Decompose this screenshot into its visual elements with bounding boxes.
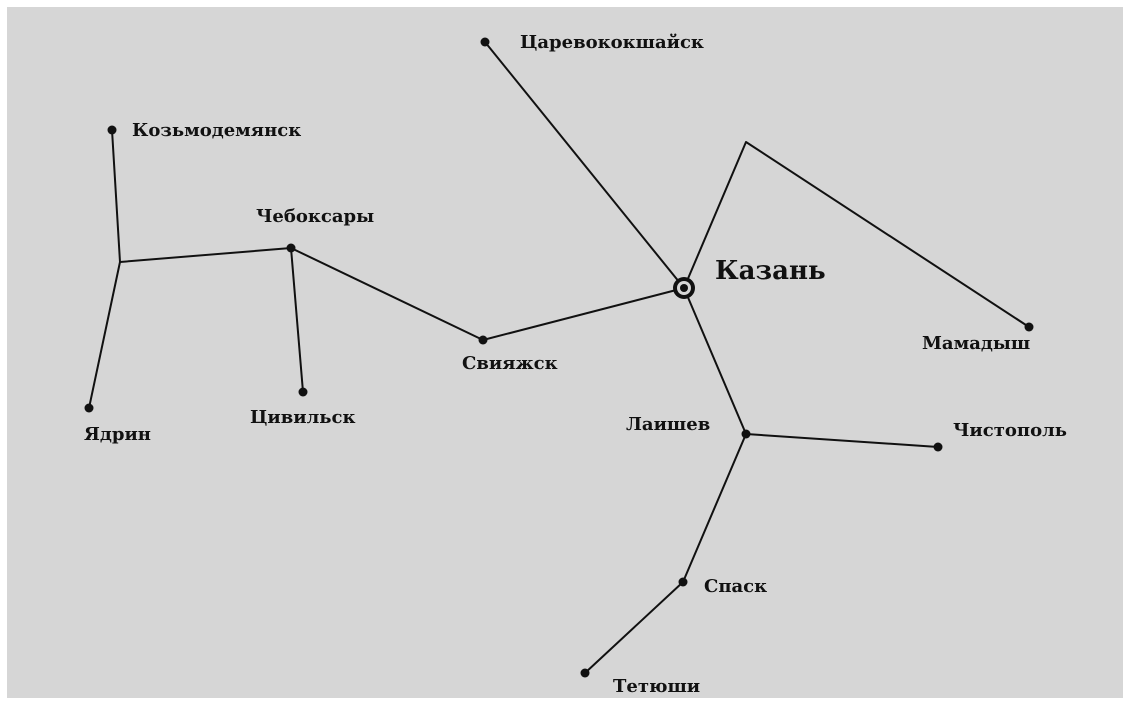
- kazan-label: Казань: [715, 256, 826, 286]
- mamadysh-dot: [1024, 322, 1034, 332]
- cheboksary-label: Чебоксары: [256, 206, 374, 227]
- tsivilsk-dot: [298, 387, 308, 397]
- tetyushi-dot: [580, 668, 590, 678]
- road-spassk-tetyushi: [584, 581, 684, 674]
- map-background: [7, 7, 1123, 698]
- kozmodemyansk-dot: [107, 125, 117, 135]
- road-sviyazhsk-cheboksary: [290, 247, 484, 341]
- laishev-label: Лаишев: [626, 414, 710, 435]
- tsarevokokshaysk-label: Царевококшайск: [520, 32, 704, 53]
- yadrin-label: Ядрин: [84, 424, 151, 445]
- cheboksary-dot: [286, 243, 296, 253]
- tetyushi-label: Тетюши: [613, 676, 700, 697]
- kozmodemyansk-label: Козьмодемянск: [132, 120, 301, 141]
- road-laishev-spassk: [682, 433, 747, 583]
- tsivilsk-label: Цивильск: [250, 407, 355, 428]
- kazan-marker: [673, 277, 695, 299]
- road-kazan-tsarevokokshaysk: [484, 41, 685, 289]
- road-cheboksary-junction: [119, 247, 292, 263]
- spassk-dot: [678, 577, 688, 587]
- road-kazan-mamadysh: [683, 141, 1030, 328]
- sviyazhsk-dot: [478, 335, 488, 345]
- road-cheboksary-tsivilsk: [290, 247, 304, 393]
- road-kazan-laishev: [683, 287, 747, 435]
- road-junction-yadrin: [88, 261, 121, 409]
- road-kazan-sviyazhsk: [482, 287, 685, 341]
- roads: [88, 41, 1030, 674]
- chistopol-label: Чистополь: [953, 420, 1067, 441]
- road-laishev-chistopol: [745, 433, 939, 448]
- spassk-label: Спаск: [704, 576, 767, 597]
- road-junction-kozmodemyansk: [111, 129, 121, 263]
- city-dots: [84, 37, 1034, 678]
- city-labels: Казань Царевококшайск Козьмодемянск Чебо…: [84, 32, 1067, 697]
- sviyazhsk-label: Свияжск: [462, 353, 558, 374]
- chistopol-dot: [933, 442, 943, 452]
- laishev-dot: [741, 429, 751, 439]
- yadrin-dot: [84, 403, 94, 413]
- tsarevokokshaysk-dot: [480, 37, 490, 47]
- mamadysh-label: Мамадыш: [922, 333, 1030, 354]
